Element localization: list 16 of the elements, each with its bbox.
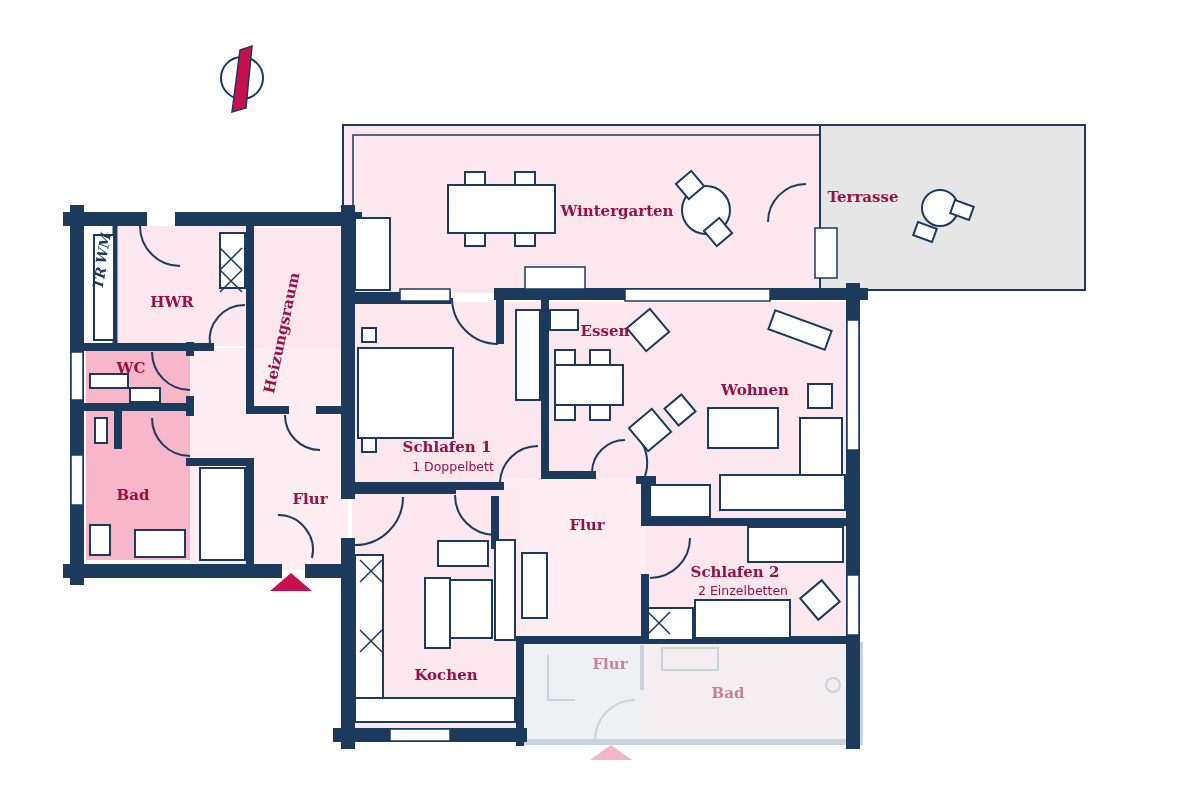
room-label: Wohnen (721, 381, 789, 399)
room-label: WC (116, 359, 146, 377)
room-label: Schlafen 1 (402, 438, 492, 456)
room-label: Bad (116, 486, 150, 504)
room-label: Flur (292, 490, 328, 508)
room-label: Wintergarten (560, 202, 674, 220)
room-label: Essen (580, 322, 630, 340)
room-label: Schlafen 2 (690, 563, 780, 581)
bed-count-label: 2 Einzelbetten (698, 584, 788, 598)
room-label: Flur (592, 655, 628, 673)
room-label: Kochen (414, 666, 478, 684)
room-label: HWR (150, 293, 194, 311)
room-label: Bad (711, 684, 745, 702)
room-label: Flur (569, 516, 605, 534)
bed-count-label: 1 Doppelbett (412, 460, 494, 474)
room-label: Terrasse (827, 188, 899, 206)
